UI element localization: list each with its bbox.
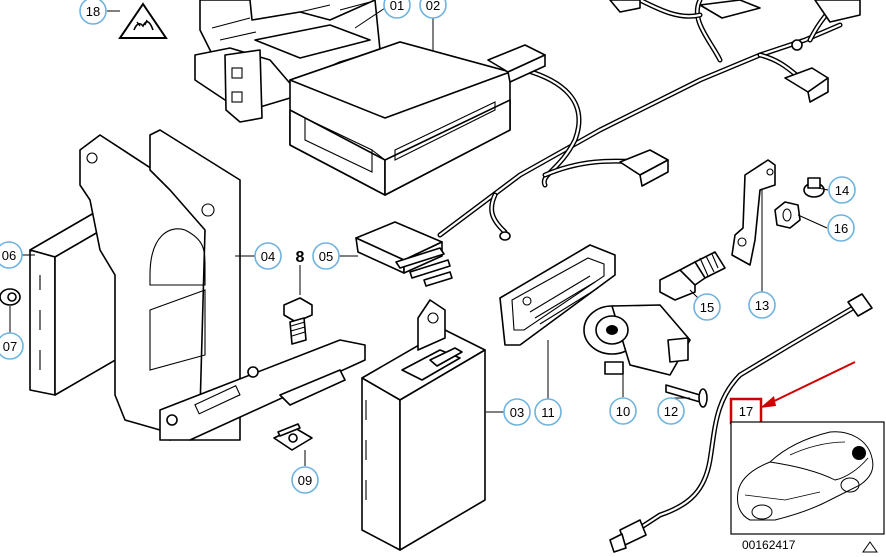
callout-01[interactable]: 01 bbox=[383, 0, 411, 19]
lens-frame-11 bbox=[499, 244, 616, 346]
callout-label: 09 bbox=[298, 473, 312, 488]
bracket-04 bbox=[79, 129, 366, 441]
callout-18[interactable]: 18 bbox=[79, 0, 107, 25]
callout-label: 02 bbox=[426, 0, 440, 13]
callout-16[interactable]: 16 bbox=[827, 214, 855, 242]
callout-label: 05 bbox=[319, 249, 333, 264]
camera-10 bbox=[583, 304, 691, 376]
callout-label: 01 bbox=[390, 0, 404, 13]
callout-14[interactable]: 14 bbox=[828, 176, 856, 204]
callout-label: 03 bbox=[510, 405, 524, 420]
callout-09[interactable]: 09 bbox=[291, 466, 319, 494]
callout-13[interactable]: 13 bbox=[748, 291, 776, 319]
callout-label: 16 bbox=[834, 221, 848, 236]
control-unit-03 bbox=[361, 299, 486, 551]
connector-05 bbox=[355, 221, 453, 287]
connector-harness-top bbox=[487, 0, 861, 187]
highlight-arrow bbox=[760, 361, 856, 408]
callout-02[interactable]: 02 bbox=[419, 0, 447, 19]
callout-label: 18 bbox=[86, 4, 100, 19]
bracket-13 bbox=[731, 159, 776, 266]
highlight-label: 17 bbox=[739, 404, 753, 419]
callout-04[interactable]: 04 bbox=[254, 242, 282, 270]
expand-triangle-icon[interactable] bbox=[862, 541, 878, 553]
bracket-01 bbox=[194, 0, 381, 123]
screw-12 bbox=[665, 384, 708, 408]
warning-triangle-icon bbox=[118, 2, 168, 39]
callout-label: 14 bbox=[835, 183, 849, 198]
callout-12[interactable]: 12 bbox=[657, 397, 685, 425]
callout-05[interactable]: 05 bbox=[312, 242, 340, 270]
callout-03[interactable]: 03 bbox=[503, 398, 531, 426]
callout-label: 06 bbox=[2, 248, 16, 263]
callout-label: 12 bbox=[664, 404, 678, 419]
sensor-15 bbox=[659, 251, 726, 301]
car-location-icon bbox=[737, 431, 874, 521]
document-number: 00162417 bbox=[742, 538, 796, 552]
callout-label: 10 bbox=[616, 404, 630, 419]
cd-drive-02 bbox=[289, 41, 511, 196]
nut-16 bbox=[774, 201, 801, 229]
bolt-8 bbox=[283, 297, 313, 345]
callout-label: 07 bbox=[3, 339, 17, 354]
callout-06[interactable]: 06 bbox=[0, 241, 23, 269]
callout-15[interactable]: 15 bbox=[693, 293, 721, 321]
part-label-8[interactable]: 8 bbox=[296, 249, 305, 266]
callout-label: 15 bbox=[700, 300, 714, 315]
callout-10[interactable]: 10 bbox=[609, 397, 637, 425]
callout-11[interactable]: 11 bbox=[534, 398, 562, 426]
nut-07 bbox=[0, 288, 21, 306]
callout-07[interactable]: 07 bbox=[0, 332, 24, 360]
callout-label: 13 bbox=[755, 298, 769, 313]
part-17-highlight[interactable]: 17 bbox=[729, 397, 763, 425]
car-location-inset bbox=[730, 421, 885, 535]
callout-label: 11 bbox=[541, 405, 555, 420]
nut-14 bbox=[803, 177, 825, 198]
callout-label: 04 bbox=[261, 249, 275, 264]
antenna-cable-17 bbox=[609, 293, 873, 553]
clip-nut-09 bbox=[273, 423, 313, 451]
